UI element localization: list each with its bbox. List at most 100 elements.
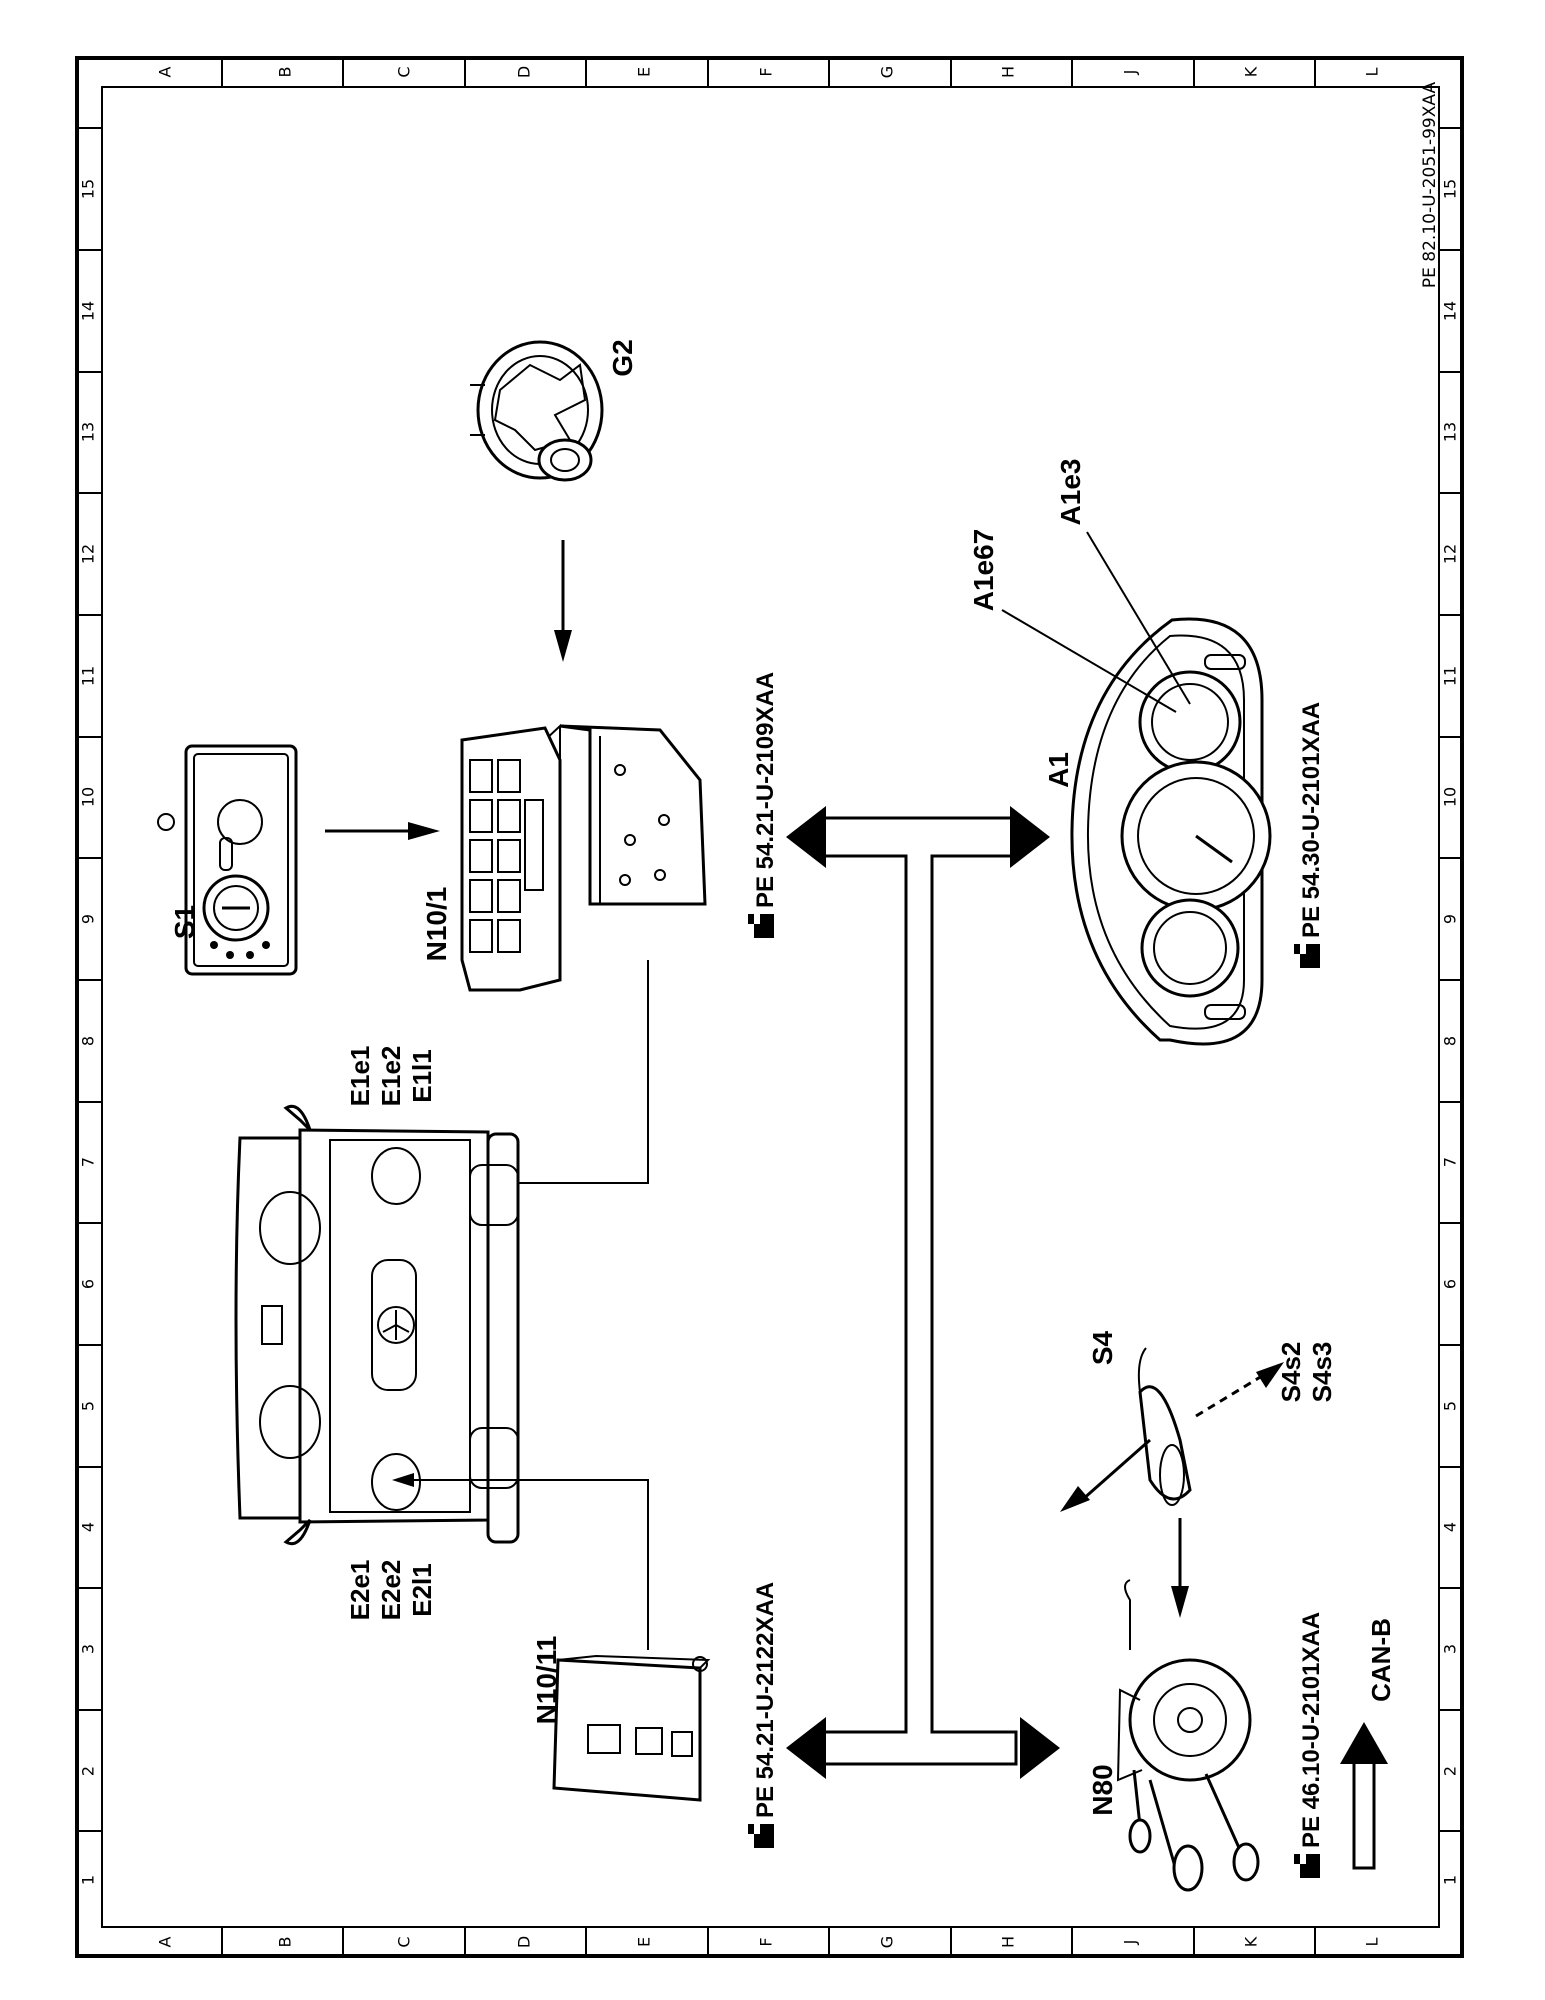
grid-number-left: 11: [79, 666, 98, 686]
grid-number-left: 14: [79, 301, 98, 321]
grid-letters-bottom: A B C D E F G H J K L: [156, 1936, 1382, 1948]
arrow-s4-up: [1081, 1438, 1151, 1502]
grid-number-left: 1: [79, 1875, 98, 1885]
grid-number-left: 15: [79, 179, 98, 199]
bus-arrow-n10-11: [786, 1717, 826, 1779]
grid-letter-bottom: D: [515, 1936, 534, 1948]
bus-arrow-n80: [1020, 1717, 1060, 1779]
grid-numbers-left: 15 14 13 12 11 10 9 8 7 6 5 4 3 2 1: [79, 179, 98, 1885]
can-b-legend-label: CAN-B: [1366, 1618, 1396, 1702]
ref-a1: PE 54.30-U-2101XAA: [1294, 702, 1325, 968]
label-e1l1: E1l1: [407, 1049, 437, 1103]
grid-letter-bottom: H: [999, 1936, 1018, 1948]
can-b-legend-shaft: [1352, 1760, 1376, 1870]
a1-instrument-cluster-drawing: [1070, 617, 1272, 1046]
grid-number-left: 8: [79, 1036, 98, 1046]
label-s4s2: S4s2: [1276, 1342, 1306, 1403]
label-e2l1: E2l1: [407, 1563, 437, 1617]
label-e1e2: E1e2: [376, 1046, 406, 1107]
grid-letter-bottom: E: [635, 1937, 654, 1947]
ref-n10-1: PE 54.21-U-2109XAA: [748, 672, 779, 938]
hand-pointer-icon: [1294, 1854, 1320, 1878]
label-e1e1: E1e1: [345, 1046, 375, 1107]
grid-ticks-numbers: [77, 127, 1462, 1832]
grid-number-left: 13: [79, 422, 98, 442]
label-s1: S1: [169, 905, 200, 939]
grid-number-right: 2: [1441, 1766, 1460, 1776]
hand-pointer-icon: [1294, 944, 1320, 968]
grid-number-left: 7: [79, 1157, 98, 1167]
grid-ticks-letters: [221, 58, 1316, 1956]
n10-11-module-drawing: [552, 1654, 711, 1802]
grid-letter-top: E: [635, 67, 654, 77]
grid-number-right: 8: [1441, 1036, 1460, 1046]
hand-pointer-icon: [748, 1824, 774, 1848]
arrow-head-s4-up: [1060, 1486, 1090, 1512]
grid-letter-top: A: [156, 66, 175, 77]
grid-number-left: 6: [79, 1279, 98, 1289]
grid-number-right: 3: [1441, 1644, 1460, 1654]
arrow-s4-down: [1195, 1374, 1263, 1418]
grid-letter-top: C: [395, 66, 414, 77]
ref-n10-11: PE 54.21-U-2122XAA: [748, 1582, 779, 1848]
grid-letter-top: K: [1242, 66, 1261, 77]
s4-lever-drawing: [1137, 1347, 1192, 1506]
grid-letter-bottom: F: [757, 1937, 776, 1946]
grid-letters-top: A B C D E F G H J K L: [156, 66, 1382, 78]
grid-number-left: 2: [79, 1766, 98, 1776]
grid-letter-bottom: K: [1242, 1936, 1261, 1947]
grid-number-left: 12: [79, 544, 98, 564]
grid-number-right: 15: [1441, 179, 1460, 199]
inner-frame: [101, 86, 1440, 1928]
arrow-head-s4-down: [1256, 1362, 1284, 1388]
car-front-drawing: [234, 1104, 520, 1546]
g2-alternator-drawing: [470, 340, 604, 482]
ref-n80-text: PE 46.10-U-2101XAA: [1298, 1612, 1325, 1848]
ref-n10-1-text: PE 54.21-U-2109XAA: [752, 672, 779, 908]
grid-number-right: 11: [1441, 666, 1460, 686]
grid-number-right: 14: [1441, 301, 1460, 321]
grid-number-right: 6: [1441, 1279, 1460, 1289]
grid-letter-top: F: [757, 67, 776, 76]
label-s4s3: S4s3: [1307, 1342, 1337, 1403]
bus-arrow-a1: [1010, 806, 1050, 868]
hand-pointer-icon: [748, 914, 774, 938]
label-a1e67: A1e67: [968, 529, 999, 612]
grid-number-right: 4: [1441, 1522, 1460, 1532]
document-code: PE 82.10-U-2051-99XAA: [1420, 82, 1440, 289]
label-n10-11: N10/11: [531, 1636, 562, 1725]
grid-letter-bottom: C: [395, 1936, 414, 1947]
can-b-bus: [786, 806, 1060, 1779]
grid-number-right: 13: [1441, 422, 1460, 442]
arrow-head-g2: [554, 630, 572, 662]
wire-n10-11-to-e2: [410, 1479, 649, 1650]
grid-number-right: 9: [1441, 914, 1460, 924]
arrow-head-s1: [408, 822, 440, 840]
n10-1-module-drawing: [460, 723, 707, 992]
ref-n10-11-text: PE 54.21-U-2122XAA: [752, 1582, 779, 1818]
grid-number-left: 4: [79, 1522, 98, 1532]
grid-number-left: 3: [79, 1644, 98, 1654]
grid-number-left: 10: [79, 787, 98, 807]
leader-a1e67: [1001, 609, 1177, 713]
label-a1: A1: [1043, 752, 1074, 788]
grid-number-right: 12: [1441, 544, 1460, 564]
ref-n80: PE 46.10-U-2101XAA: [1294, 1612, 1325, 1878]
ref-a1-text: PE 54.30-U-2101XAA: [1298, 702, 1325, 938]
label-g2: G2: [607, 339, 638, 376]
grid-numbers-right: 15 14 13 12 11 10 9 8 7 6 5 4 3 2 1: [1441, 179, 1460, 1885]
grid-letter-top: G: [878, 66, 897, 78]
label-e2e1: E2e1: [345, 1560, 375, 1621]
n80-module-drawing: [1116, 1579, 1260, 1892]
grid-letter-bottom: B: [276, 1937, 295, 1948]
grid-number-right: 7: [1441, 1157, 1460, 1167]
grid-letter-top: D: [515, 66, 534, 78]
grid-letter-top: J: [1121, 70, 1140, 76]
grid-letter-bottom: J: [1121, 1940, 1140, 1946]
label-n80: N80: [1087, 1764, 1118, 1815]
outer-frame: [75, 56, 1464, 1958]
s1-light-switch-drawing: [157, 744, 298, 976]
arrow-head-s4-to-n80: [1171, 1586, 1189, 1618]
grid-letter-bottom: L: [1363, 1937, 1382, 1946]
